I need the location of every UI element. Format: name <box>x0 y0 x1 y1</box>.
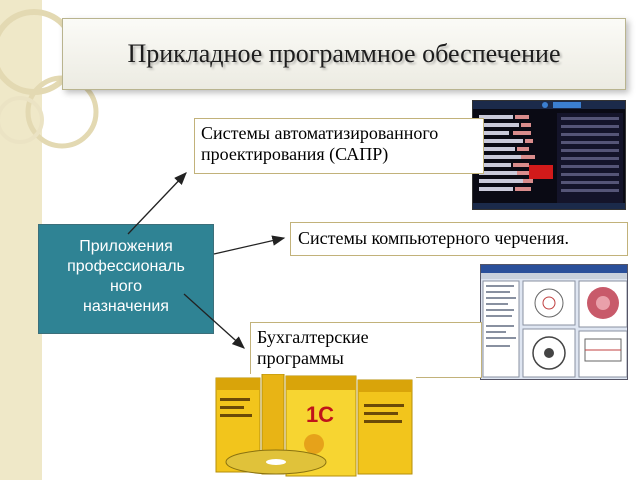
center-line4: назначения <box>83 298 169 315</box>
drafting-systems-label: Системы компьютерного черчения. <box>298 228 570 248</box>
arrow-to-drafting <box>213 235 286 255</box>
slide-title: Прикладное программное обеспечение <box>127 39 561 68</box>
center-line2: профессиональ <box>67 258 185 275</box>
accounting-line1: Бухгалтерские <box>257 327 369 347</box>
accounting-programs-box: Бухгалтерские программы <box>250 322 482 378</box>
center-line3: ного <box>109 278 143 295</box>
title-box: Прикладное программное обеспечение <box>62 18 626 90</box>
cad-systems-box: Системы автоматизированного проектирован… <box>194 118 484 174</box>
cad-analysis-screenshot <box>472 100 626 210</box>
professional-applications-box: Приложения профессиональ ного назначения <box>38 224 214 334</box>
center-line1: Приложения <box>79 238 173 255</box>
svg-text:1С: 1С <box>306 402 334 427</box>
cad-systems-line1: Системы автоматизированного <box>201 123 439 143</box>
drafting-software-screenshot <box>480 264 628 380</box>
1c-accounting-software-boxes: 1С <box>214 374 416 480</box>
drafting-systems-box: Системы компьютерного черчения. <box>290 222 628 256</box>
cad-systems-line2: проектирования (САПР) <box>201 144 389 164</box>
accounting-line2: программы <box>257 348 344 368</box>
